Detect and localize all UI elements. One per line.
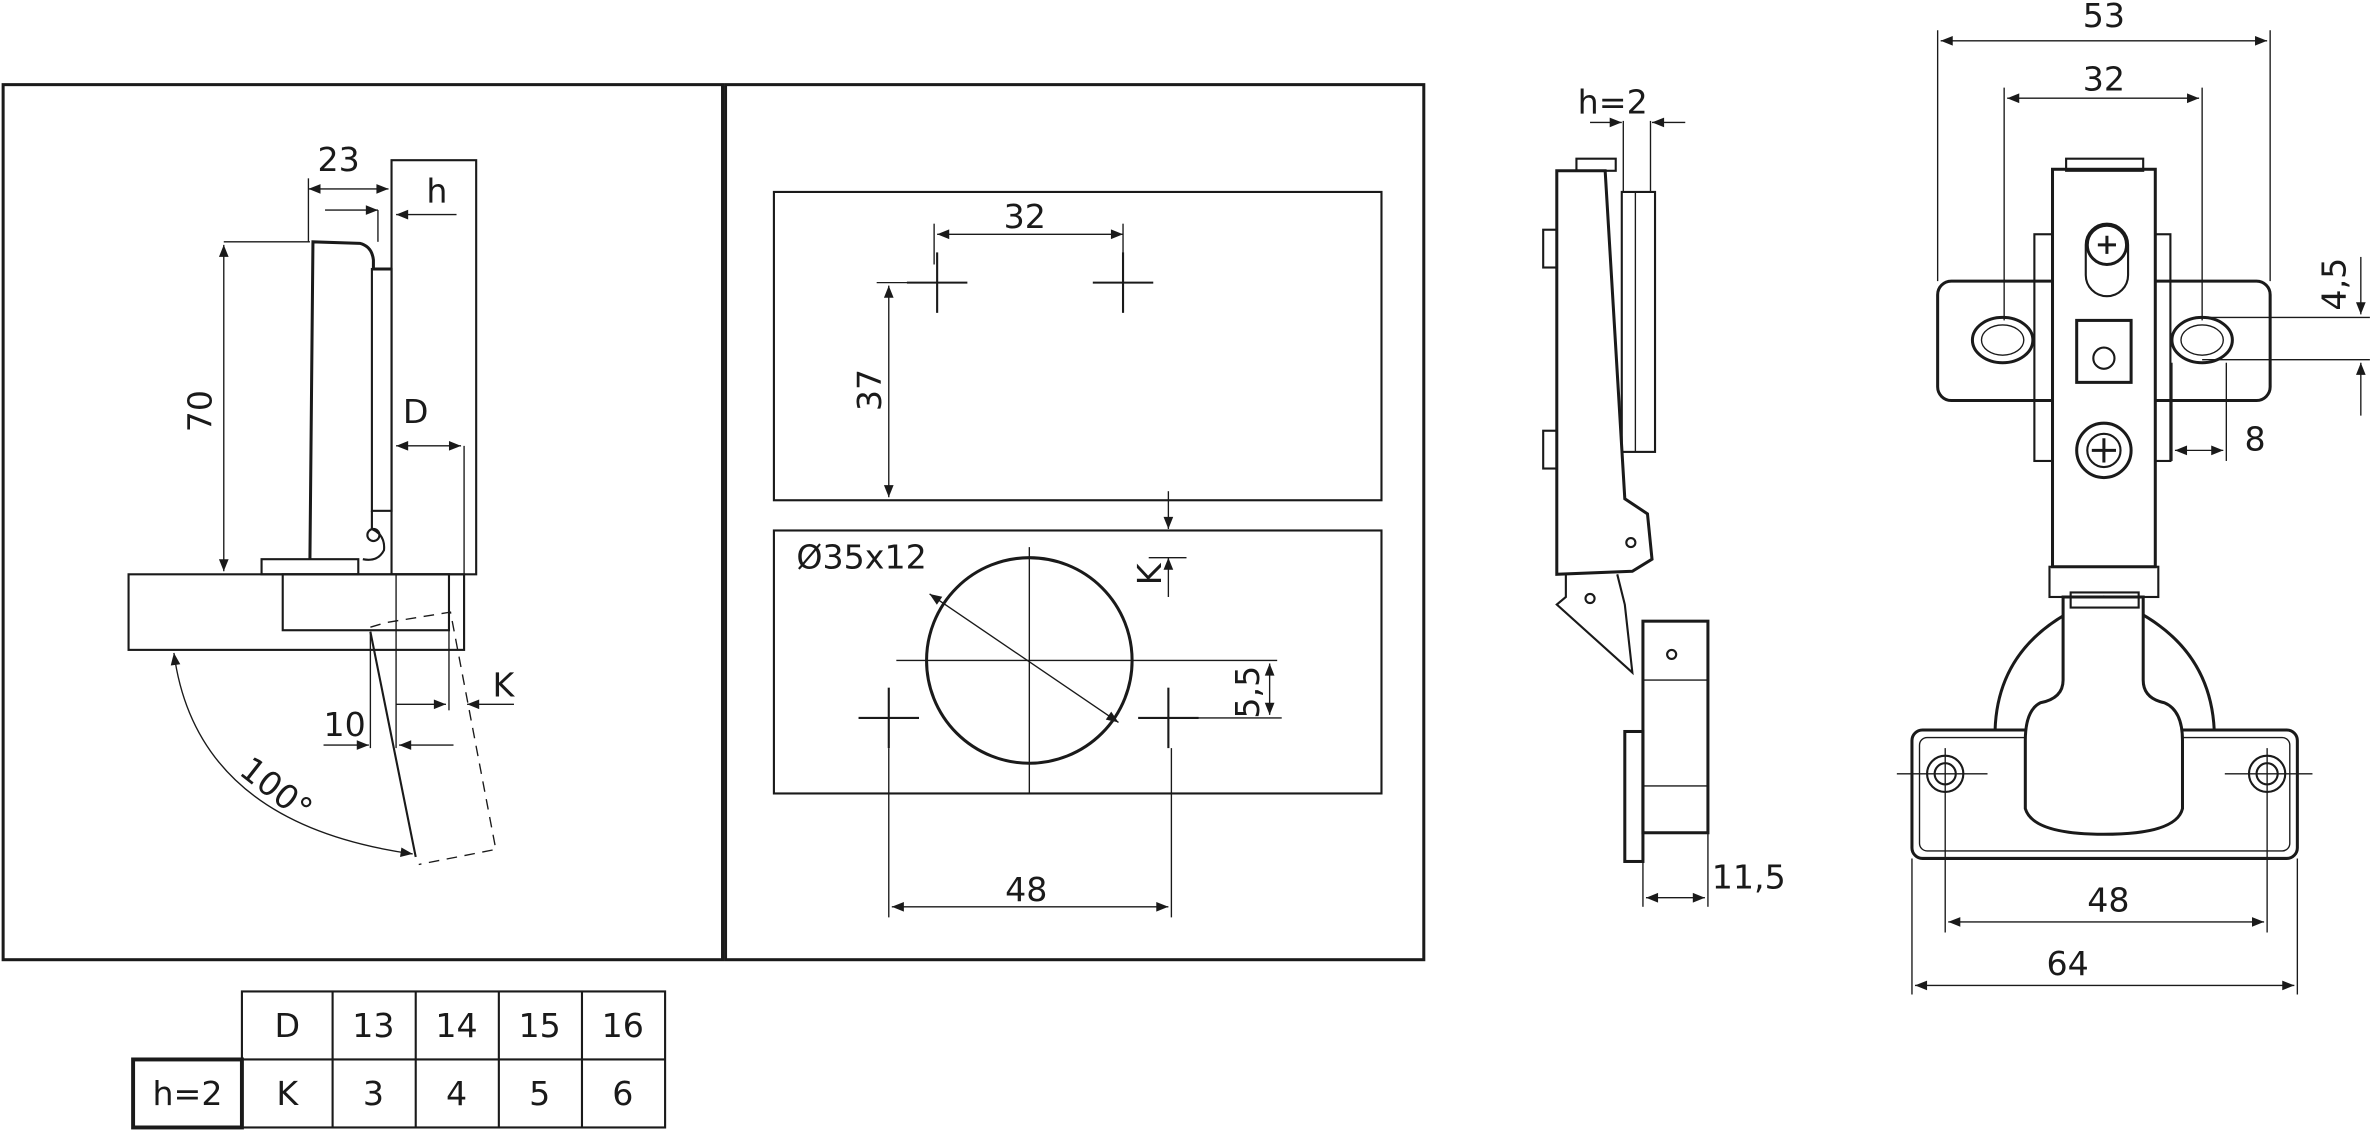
table-cell: 14 [435,1006,477,1045]
table-cell: 15 [519,1006,561,1045]
table-cell: 13 [352,1006,394,1045]
table-cell: 3 [363,1074,384,1113]
table-cell: D [274,1006,300,1045]
dim-8: 8 [2244,419,2265,458]
dim-70: 70 [181,390,220,432]
hinge-tongue [2023,595,2185,836]
cabinet-wall-pattern [772,190,1383,502]
side-section-drawing: 23 h 70 D K 10 100° [127,140,515,866]
dim-4-5: 4,5 [2315,258,2354,311]
dim-11-5: 11,5 [1712,858,1786,897]
front-dim-48: 48 [2087,880,2129,919]
cabinet-side [127,573,466,651]
table-cell: K [276,1074,299,1113]
dim-53: 53 [2083,0,2125,35]
hinge-front-view: 53 32 4,5 8 48 64 [1896,0,2370,995]
drilling-dim-K: K [1130,562,1169,585]
open-door-outline [370,611,497,866]
cup-dimension: Ø35x12 [796,537,926,576]
hinge-side-view: h=2 11,5 [1542,82,1786,907]
hinge-arm [308,240,392,560]
dim-37: 37 [850,369,889,411]
table-h-label: h=2 [152,1074,222,1113]
front-dim-32: 32 [2083,60,2125,99]
dim-64: 64 [2046,944,2088,983]
table-cell: 6 [612,1074,633,1113]
drilling-panel [724,83,1426,962]
dim-D: D [403,392,429,431]
dim-5-5: 5,5 [1228,666,1267,719]
dim-23: 23 [317,140,359,179]
side-section-panel [1,83,725,962]
screw-icon [2085,223,2129,266]
drilling-dim-48: 48 [1005,870,1047,909]
door-pattern [772,529,1383,795]
dim-angle-100: 100° [233,749,320,829]
dim-10: 10 [324,705,366,744]
side-dim-h2: h=2 [1578,82,1648,121]
table-cell: 4 [446,1074,467,1113]
mounting-plate [260,558,360,576]
overlay-table: h=2 D 13 14 15 16 K 3 4 5 6 [131,990,667,1130]
drilling-drawing: Ø35x12 32 37 K 5,5 48 [772,190,1383,918]
dim-h: h [426,172,447,211]
table-cell: 5 [529,1074,550,1113]
screw-icon [2075,421,2133,480]
dim-K: K [492,666,515,705]
table-cell: 16 [602,1006,644,1045]
dim-32: 32 [1004,197,1046,236]
hinge-cup [281,573,451,632]
